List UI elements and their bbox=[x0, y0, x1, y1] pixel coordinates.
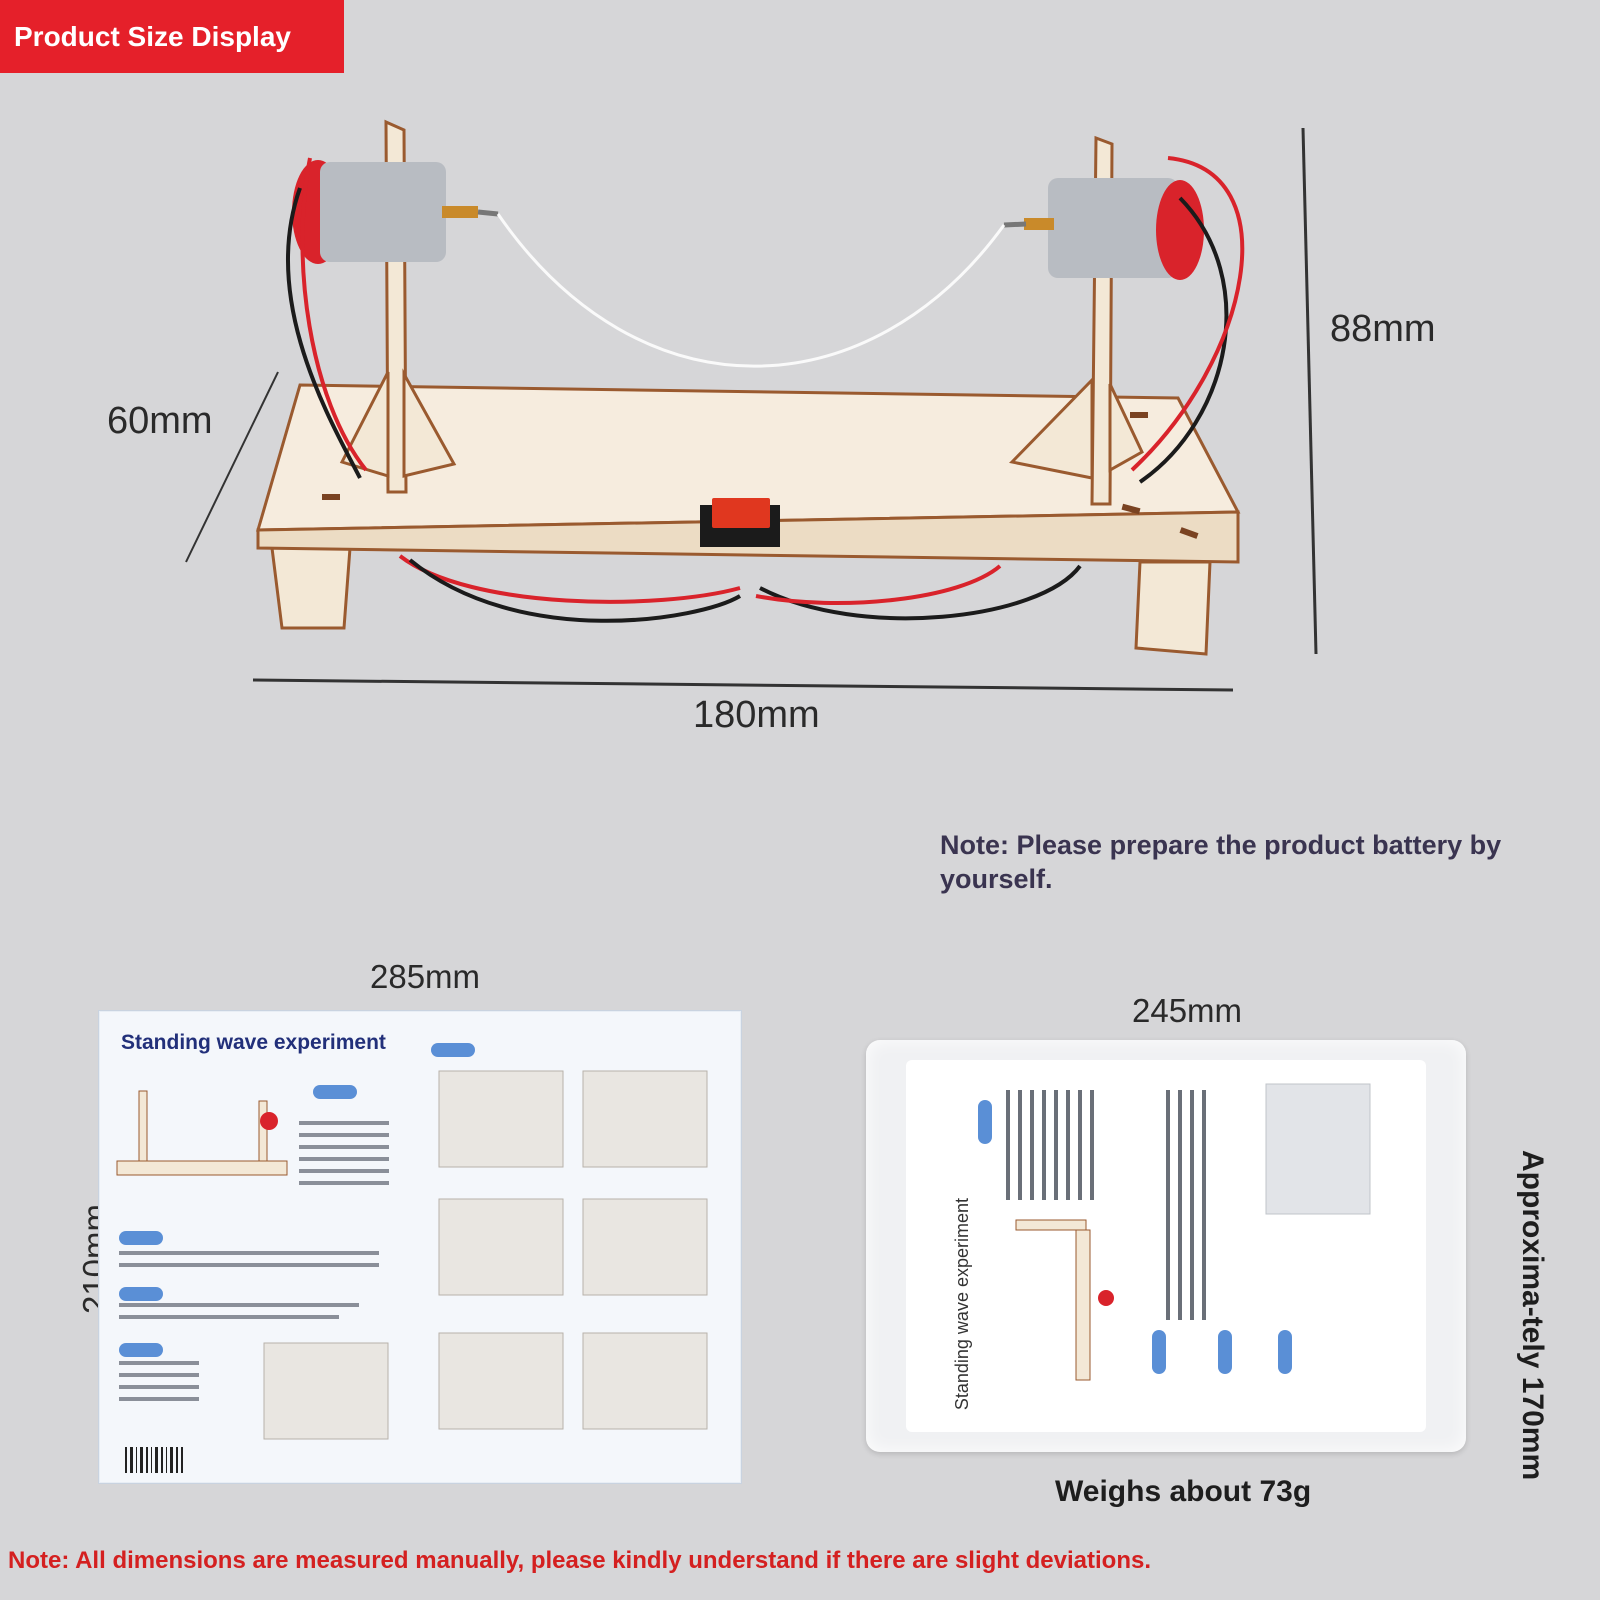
battery-note: Note: Please prepare the product battery… bbox=[940, 830, 1502, 894]
depth-dimension-label: 60mm bbox=[107, 400, 213, 442]
package-contents bbox=[906, 1060, 1426, 1432]
product-size-banner: Product Size Display bbox=[0, 0, 344, 73]
package-caption: Standing wave experiment bbox=[952, 1198, 972, 1411]
height-dimension-label: 88mm bbox=[1330, 308, 1436, 350]
instruction-manual-image: Standing wave experiment bbox=[98, 1010, 742, 1484]
measurement-note: Note: All dimensions are measured manual… bbox=[8, 1547, 1151, 1574]
package-width-label: 245mm bbox=[1132, 992, 1243, 1029]
standing-wave-kit-image bbox=[185, 119, 1318, 692]
package-weight-label: Weighs about 73g bbox=[1055, 1475, 1312, 1508]
manual-width-label: 285mm bbox=[370, 958, 481, 995]
length-dimension-label: 180mm bbox=[693, 694, 820, 736]
packaged-product-image bbox=[866, 1040, 1466, 1452]
manual-illustrations bbox=[116, 1043, 708, 1473]
manual-title: Standing wave experiment bbox=[121, 1031, 386, 1054]
package-length-label: Approxima-tely 170mm bbox=[1516, 1150, 1549, 1481]
